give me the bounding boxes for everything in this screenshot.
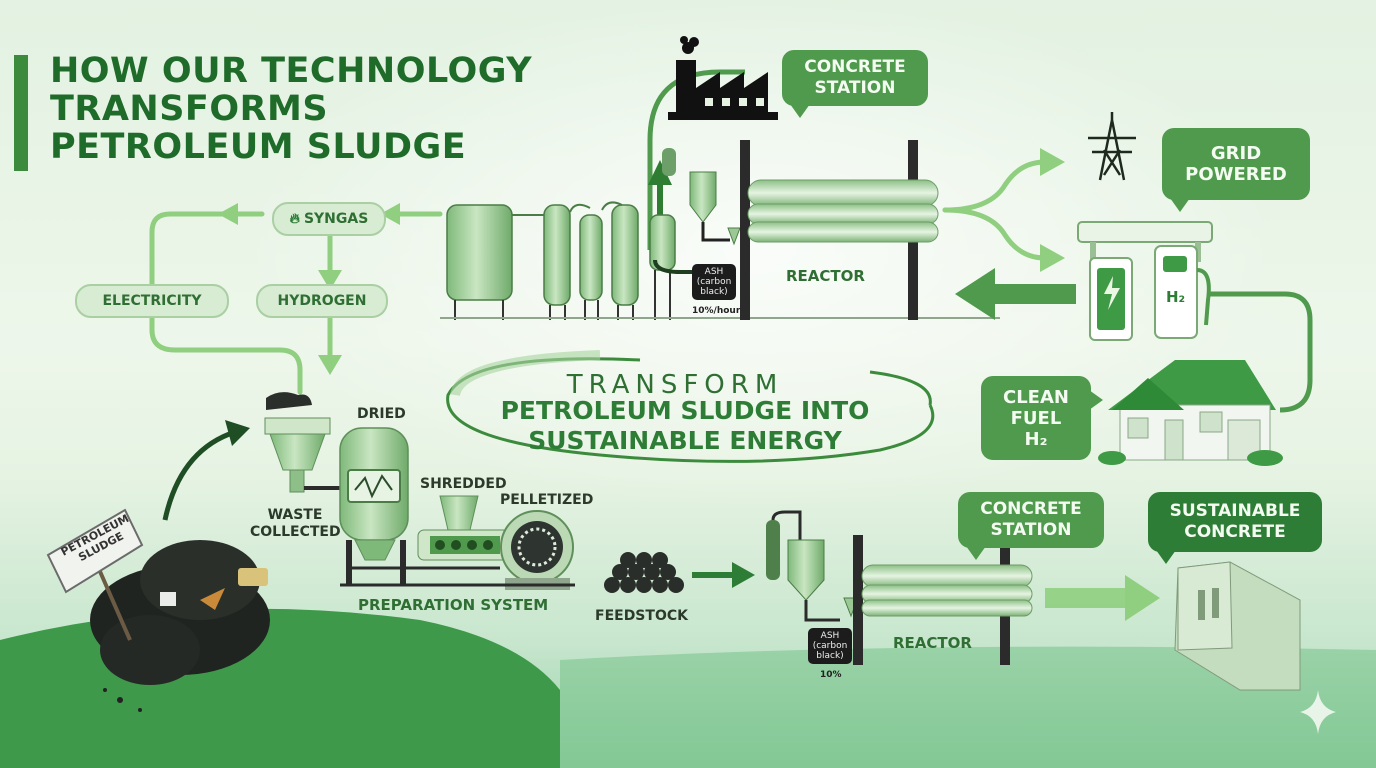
ash-bottom-badge: ASH (carbon black) [808,628,852,664]
clean-fuel-line2: FUEL [1010,407,1062,429]
concrete-station-bottom-bubble: CONCRETE STATION [958,492,1104,560]
syngas-flow-lines [149,211,443,395]
shredded-label: SHREDDED [420,476,507,492]
petroleum-sludge-sign [46,508,144,641]
feedstock-label: FEEDSTOCK [595,608,688,624]
ash-bottom-line1: ASH [820,631,840,641]
fuel-station-icon [1077,221,1213,341]
reactor-output-arrows [942,159,1048,261]
grid-line1: GRID [1210,143,1262,164]
ash-bottom-rate: 10% [820,670,842,680]
sparkle-icon [1300,690,1336,734]
house-icon [1098,360,1283,466]
title-line-3: PETROLEUM SLUDGE [50,127,467,167]
shredder [417,495,511,561]
return-arrow [955,268,1076,320]
arrow-to-concrete-station-top [647,69,745,250]
ash-top-line3: black) [700,287,728,297]
arrow-to-bottom-reactor [692,562,755,588]
center-headline-line2: SUSTAINABLE ENERGY [528,426,842,455]
feedstock-pellets [604,552,684,593]
factory-icon [668,36,778,120]
dried-label: DRIED [357,406,406,422]
sustainable-line1: SUSTAINABLE [1169,501,1301,521]
center-headline: PETROLEUM SLUDGE INTO SUSTAINABLE ENERGY [450,396,920,456]
waste-collected-label: WASTE COLLECTED [250,507,341,541]
waste-line1: WASTE [267,507,323,523]
hydrogen-label: HYDROGEN [277,293,367,309]
electricity-pill: ELECTRICITY [75,284,229,318]
flame-icon: 🔥︎ [289,211,300,227]
concrete-station-top-bubble: CONCRETE STATION [782,50,928,118]
lightning-icon [1104,276,1120,310]
arrow-to-sustainable-concrete [1045,575,1160,621]
hydrogen-pill: HYDROGEN [256,284,388,318]
grid-line2: POWERED [1185,164,1287,185]
grid-powered-bubble: GRID POWERED [1162,128,1310,212]
reactor-top-label: REACTOR [786,267,865,285]
sustainable-line2: CONCRETE [1184,522,1286,542]
concrete-block [1174,561,1301,691]
concrete-station-bottom-line1: CONCRETE [980,499,1082,519]
center-headline-line1: PETROLEUM SLUDGE INTO [500,396,870,425]
electricity-label: ELECTRICITY [102,293,202,309]
concrete-station-top-line2: STATION [814,78,896,98]
cyclone-bottom [766,510,859,622]
syngas-pill: 🔥︎ SYNGAS [272,202,386,236]
hill-ground [0,608,560,768]
clean-fuel-line1: CLEAN [1003,386,1069,408]
reactor-bottom [853,535,1033,665]
waste-line2: COLLECTED [250,524,341,540]
title-line-1: HOW OUR TECHNOLOGY [50,51,533,91]
clean-fuel-bubble: CLEAN FUEL H₂ [981,376,1103,460]
reactor-top [740,140,939,320]
cyclone-top [653,148,741,274]
flow-arrowheads [218,203,400,375]
pelletized-label: PELLETIZED [500,492,594,508]
ash-top-rate: 10%/hour [692,306,741,316]
waste-hopper [264,392,345,493]
ash-bottom-line3: black) [816,651,844,661]
pelletizer [500,510,574,590]
center-subtitle: TRANSFORM [566,370,784,400]
clean-fuel-line3: H₂ [1024,428,1048,450]
preparation-system-label: PREPARATION SYSTEM [358,596,549,614]
reactor-bottom-label: REACTOR [893,634,972,652]
sustainable-concrete-bubble: SUSTAINABLE CONCRETE [1148,492,1322,564]
page-title: HOW OUR TECHNOLOGY TRANSFORMS PETROLEUM … [50,52,610,166]
sludge-pile [90,540,270,712]
heat-exchanger-icon [347,469,401,503]
ash-top-badge: ASH (carbon black) [692,264,736,300]
concrete-station-top-line1: CONCRETE [804,57,906,77]
ash-top-line1: ASH [704,267,724,277]
title-line-2: TRANSFORMS [50,89,329,129]
concrete-station-bottom-line2: STATION [990,520,1072,540]
syngas-label: SYNGAS [303,211,369,227]
syngas-tanks [446,201,676,320]
dryer [339,427,409,585]
power-tower-icon [1088,112,1136,181]
title-accent-bar [14,55,28,171]
h2-pump-label: H₂ [1166,288,1186,306]
ash-bottom-line2: (carbon [812,641,848,651]
ash-top-line2: (carbon [696,277,732,287]
